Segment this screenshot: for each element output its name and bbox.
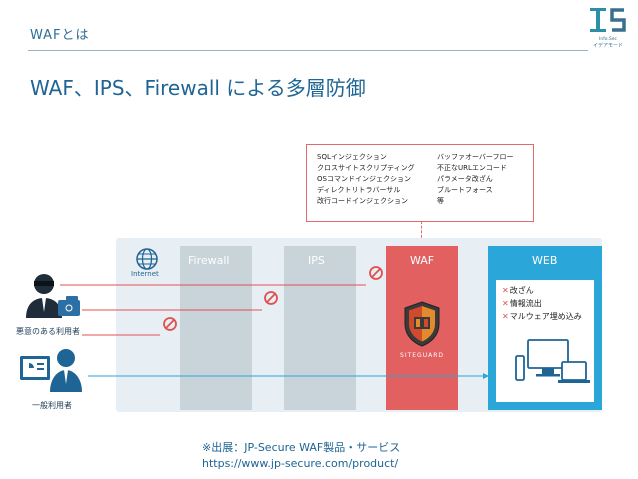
malicious-user-icon xyxy=(26,274,80,318)
company-logo: Info.Sec イデアモード xyxy=(590,8,626,49)
firewall-title: Firewall xyxy=(188,254,230,267)
threat-list-right: バッファオーバーフロー 不正なURLエンコード パラメータ改ざん ブルートフォー… xyxy=(437,152,514,207)
web-card: ✕改ざん ✕情報流出 ✕マルウェア埋め込み xyxy=(496,280,594,402)
waf-title: WAF xyxy=(410,254,435,267)
threat-item: 等 xyxy=(437,197,444,205)
source-url: https://www.jp-secure.com/product/ xyxy=(202,457,399,470)
web-risk-item: ✕情報流出 xyxy=(502,297,582,310)
general-user-label: 一般利用者 xyxy=(32,401,72,410)
cross-icon: ✕ xyxy=(502,286,509,295)
section-label: WAFとは xyxy=(30,28,90,43)
source-citation: ※出展：JP-Secure WAF製品・サービス xyxy=(202,441,401,454)
siteguard-label: SITEGUARD xyxy=(400,352,444,359)
threat-item: OSコマンドインジェクション xyxy=(317,175,411,183)
block-icon xyxy=(369,266,383,280)
web-risk-item: ✕改ざん xyxy=(502,284,582,297)
cross-icon: ✕ xyxy=(502,299,509,308)
threat-item: ブルートフォース xyxy=(437,186,493,194)
ips-layer: IPS xyxy=(284,246,356,410)
general-user-icon xyxy=(20,349,82,392)
block-icon xyxy=(163,317,177,331)
threat-item: 改行コードインジェクション xyxy=(317,197,408,205)
web-layer: WEB ✕改ざん ✕情報流出 ✕マルウェア埋め込み xyxy=(488,246,602,410)
web-risk-list: ✕改ざん ✕情報流出 ✕マルウェア埋め込み xyxy=(502,284,582,323)
threat-item: ディレクトリトラバーサル xyxy=(317,186,401,194)
page-title: WAF、IPS、Firewall による多層防御 xyxy=(30,76,366,100)
source-footnote: ※出展：JP-Secure WAF製品・サービス https://www.jp-… xyxy=(202,440,400,472)
threat-item: パラメータ改ざん xyxy=(437,175,493,183)
threat-item: バッファオーバーフロー xyxy=(437,153,514,161)
web-risk-label: マルウェア埋め込み xyxy=(509,312,582,321)
internet-label: Internet xyxy=(131,270,159,278)
web-risk-label: 情報流出 xyxy=(509,299,542,308)
header-divider xyxy=(28,50,588,51)
waf-layer: WAF SITEGUARD xyxy=(386,246,458,410)
threat-item: SQLインジェクション xyxy=(317,153,387,161)
devices-icon xyxy=(515,339,590,383)
threat-list-box: SQLインジェクション クロスサイトスクリプティング OSコマンドインジェクショ… xyxy=(306,144,534,222)
block-icon xyxy=(264,291,278,305)
threat-item: 不正なURLエンコード xyxy=(437,164,507,172)
web-title: WEB xyxy=(532,254,558,267)
web-risk-label: 改ざん xyxy=(509,286,534,295)
siteguard-shield-icon xyxy=(404,301,440,347)
logo-line-1: Info.Sec xyxy=(599,36,617,42)
firewall-layer: Firewall xyxy=(180,246,252,410)
cross-icon: ✕ xyxy=(502,312,509,321)
threat-connector-line xyxy=(421,221,422,247)
logo-line-2: イデアモード xyxy=(593,42,623,49)
web-risk-item: ✕マルウェア埋め込み xyxy=(502,310,582,323)
ips-title: IPS xyxy=(308,254,325,267)
normal-traffic-arrowhead xyxy=(483,373,489,379)
threat-list-left: SQLインジェクション クロスサイトスクリプティング OSコマンドインジェクショ… xyxy=(317,152,415,207)
threat-item: クロスサイトスクリプティング xyxy=(317,164,415,172)
globe-icon xyxy=(136,248,158,270)
malicious-user-label: 悪意のある利用者 xyxy=(16,327,80,336)
